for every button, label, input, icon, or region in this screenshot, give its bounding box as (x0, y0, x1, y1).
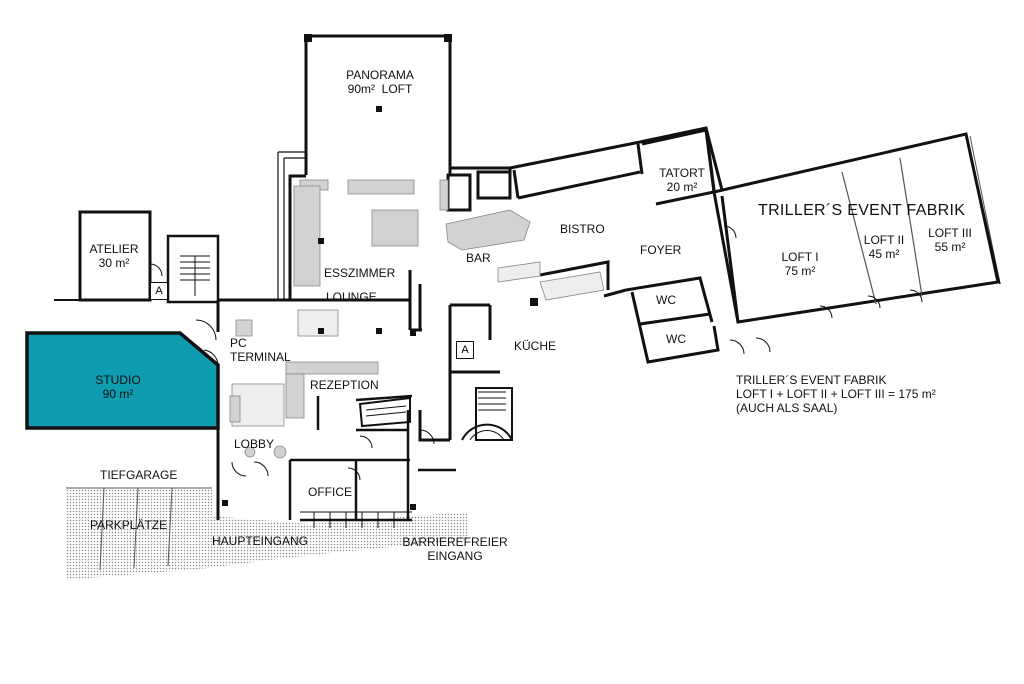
studio-name: STUDIO (95, 373, 141, 387)
pc-terminal-line2: TERMINAL (230, 350, 291, 364)
wc2-label: WC (666, 332, 686, 346)
wc1-label: WC (656, 293, 676, 307)
entrance-ramp (210, 512, 468, 560)
pc-terminal-label: PC TERMINAL (230, 336, 291, 364)
loft1-area: 75 m² (784, 264, 816, 278)
atelier-area: 30 m² (98, 256, 130, 270)
bar-label: BAR (466, 251, 491, 265)
entrance-mullions (300, 511, 412, 528)
tatort-label: TATORT 20 m² (652, 166, 712, 194)
barrierefrei-label: BARRIEREFREIER EINGANG (400, 535, 510, 563)
studio-area: 90 m² (102, 387, 134, 401)
barrierefrei-line1: BARRIEREFREIER (402, 535, 508, 549)
haupteingang-label: HAUPTEINGANG (212, 534, 309, 548)
loft-divider-1 (841, 171, 877, 305)
atelier-label: ATELIER 30 m² (84, 242, 144, 270)
loft2-label: LOFT II 45 m² (854, 233, 914, 261)
parkplaetze-label: PARKPLÄTZE (90, 518, 168, 532)
tiefgarage-label: TIEFGARAGE (100, 468, 178, 482)
lift-tag-east: A (456, 341, 474, 359)
loft3-label: LOFT III 55 m² (920, 226, 980, 254)
lobby-label: LOBBY (234, 437, 275, 451)
tatort-area: 20 m² (666, 180, 698, 194)
loft3-area: 55 m² (934, 240, 966, 254)
staircase-east (461, 387, 513, 441)
lift-tag-west: A (150, 282, 168, 300)
panorama-area: 90m² (347, 82, 375, 96)
loft2-area: 45 m² (868, 247, 900, 261)
columns (222, 34, 538, 510)
studio-room (25, 331, 220, 430)
parking-lines (66, 487, 212, 571)
lower-walls (288, 394, 456, 522)
event-fabrik-outer (712, 132, 1000, 324)
atelier-name: ATELIER (89, 242, 139, 256)
kueche-label: KÜCHE (514, 339, 557, 353)
esszimmer-label: ESSZIMMER (324, 266, 396, 280)
pc-terminal-line1: PC (230, 336, 247, 350)
event-fabrik-title: TRILLER´S EVENT FABRIK (758, 202, 966, 219)
panorama-sub: LOFT (381, 82, 413, 96)
wc-block (603, 276, 720, 364)
lounge-label: LOUNGE (326, 290, 377, 304)
bistro-label: BISTRO (560, 222, 605, 236)
loft1-name: LOFT I (781, 250, 819, 264)
loft-divider-2 (899, 157, 923, 297)
staircase-west (166, 234, 220, 304)
panorama-name: PANORAMA (346, 68, 414, 82)
rezeption-label: REZEPTION (310, 378, 379, 392)
note-line3: (AUCH ALS SAAL) (736, 401, 838, 415)
door-swings (149, 225, 923, 481)
panorama-label: PANORAMA 90m² LOFT (330, 68, 430, 96)
loft3-name: LOFT III (928, 226, 972, 240)
office-label: OFFICE (308, 485, 352, 499)
tatort-name: TATORT (659, 166, 705, 180)
panorama-loft (304, 34, 452, 175)
staircase-center (358, 396, 411, 428)
note-line2: LOFT I + LOFT II + LOFT III = 175 m² (736, 387, 936, 401)
furniture (229, 179, 605, 459)
note-line1: TRILLER´S EVENT FABRIK (736, 373, 887, 387)
loft1-label: LOFT I 75 m² (770, 250, 830, 278)
barrierefrei-line2: EINGANG (427, 549, 483, 563)
foyer-label: FOYER (640, 243, 682, 257)
capacity-note: TRILLER´S EVENT FABRIK LOFT I + LOFT II … (736, 373, 936, 415)
loft2-name: LOFT II (863, 233, 905, 247)
tatort-room (641, 128, 716, 206)
bistro-walls (446, 126, 724, 290)
studio-label: STUDIO 90 m² (80, 373, 156, 401)
